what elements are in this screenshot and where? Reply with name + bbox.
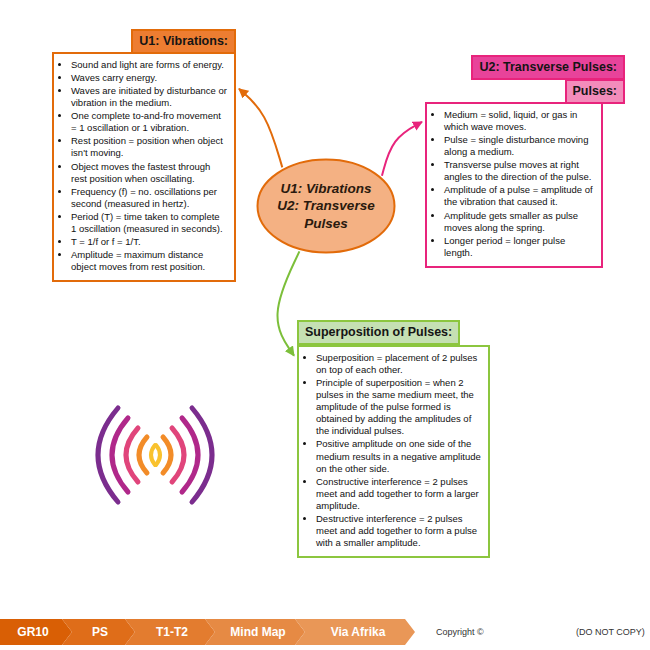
bullet-point: Object moves the fastest through rest po…: [71, 161, 227, 185]
bullet-point: Superposition = placement of 2 pulses on…: [316, 352, 481, 376]
wave-arc: [98, 408, 118, 502]
bullet-point: Rest position = position when object isn…: [71, 135, 227, 159]
connector-arrow: [382, 122, 422, 176]
bullet-point: Waves are initiated by disturbance or vi…: [71, 85, 227, 109]
bullet-point: Principle of superposition = when 2 puls…: [316, 377, 481, 437]
transverse-pulses-box: U2: Transverse Pulses:Pulses:Medium = so…: [425, 102, 603, 268]
breadcrumb-label: PS: [92, 625, 108, 639]
bullet-point: Amplitude gets smaller as pulse moves al…: [444, 210, 594, 234]
breadcrumb-label: T1-T2: [156, 625, 188, 639]
superposition-box: Superposition of Pulses:Superposition = …: [297, 345, 490, 558]
breadcrumb-chevron: [295, 619, 415, 645]
bullet-list: Superposition = placement of 2 pulses on…: [302, 352, 481, 549]
heading-tab: U2: Transverse Pulses:: [471, 55, 625, 80]
breadcrumb-chevron: [125, 619, 215, 645]
bullet-point: Pulse = single disturbance moving along …: [444, 134, 594, 158]
breadcrumb-chevron: [0, 619, 72, 645]
topic-title: U1: Vibrations: [276, 180, 376, 198]
bullet-point: Medium = solid, liquid, or gas in which …: [444, 109, 594, 133]
topic-title: U2: Transverse Pulses: [276, 197, 376, 232]
wave-arc: [163, 437, 171, 473]
wave-arc: [172, 428, 184, 482]
bullet-list: Sound and light are forms of energy.Wave…: [57, 59, 227, 273]
breadcrumb-chevron: [205, 619, 305, 645]
bullet-point: Positive amplitude on one side of the me…: [316, 438, 481, 474]
bullet-point: Period (T) = time taken to complete 1 os…: [71, 211, 227, 235]
bullet-point: Longer period = longer pulse length.: [444, 235, 594, 259]
bullet-point: Amplitude = maximum distance object move…: [71, 249, 227, 273]
wave-arc: [151, 445, 155, 465]
bullet-point: Amplitude of a pulse = amplitude of the …: [444, 184, 594, 208]
ellipse-text-group: U1: VibrationsU2: Transverse Pulses: [276, 180, 376, 233]
breadcrumb-label: Via Afrika: [331, 625, 386, 639]
connector-arrow: [239, 89, 282, 168]
bullet-point: T = 1/f or f = 1/T.: [71, 236, 227, 248]
copyright-note: Copyright ©: [436, 627, 484, 637]
heading-tab: Superposition of Pulses:: [297, 320, 460, 345]
heading-tab: Pulses:: [565, 79, 625, 104]
wave-arc: [192, 408, 212, 502]
heading-tab: U1: Vibrations:: [131, 29, 236, 54]
copyright-note: (DO NOT COPY): [576, 627, 645, 637]
bullet-point: Destructive interference = 2 pulses meet…: [316, 513, 481, 549]
bullet-point: Sound and light are forms of energy.: [71, 59, 227, 71]
ellipse-shape: [258, 160, 395, 253]
bullet-point: Frequency (f) = no. oscillations per sec…: [71, 186, 227, 210]
bullet-point: One complete to-and-fro movement = 1 osc…: [71, 110, 227, 134]
breadcrumb-label: Mind Map: [230, 625, 285, 639]
wave-arc: [126, 428, 138, 482]
bullet-list: Medium = solid, liquid, or gas in which …: [430, 109, 594, 259]
bullet-point: Transverse pulse moves at right angles t…: [444, 159, 594, 183]
breadcrumb-label: GR10: [17, 625, 48, 639]
bullet-point: Constructive interference = 2 pulses mee…: [316, 476, 481, 512]
wave-arc: [156, 445, 160, 465]
vibrations-box: U1: Vibrations:Sound and light are forms…: [52, 52, 236, 282]
central-topic-ellipse: U1: VibrationsU2: Transverse Pulses: [256, 158, 396, 254]
wave-arc: [139, 437, 147, 473]
footer-breadcrumb: [0, 619, 415, 645]
breadcrumb-chevron: [62, 619, 135, 645]
sound-wave-icon: [98, 408, 212, 502]
bullet-point: Waves carry energy.: [71, 72, 227, 84]
